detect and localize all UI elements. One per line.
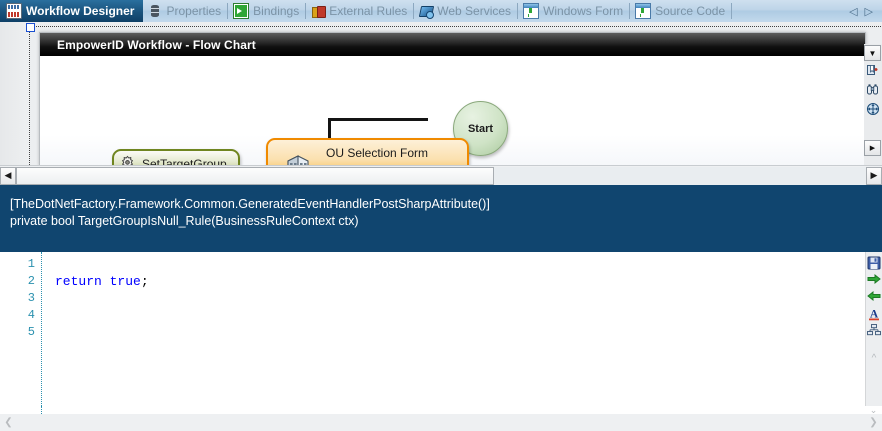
- tab-divider: [227, 3, 229, 19]
- building-icon: [287, 155, 309, 165]
- scroll-down-button[interactable]: ⌄: [869, 404, 878, 415]
- page-bottom-scrollbar: ⌄ ❮ ❯: [0, 404, 882, 431]
- tab-label: External Rules: [329, 4, 408, 18]
- gutter-tick: [41, 406, 42, 414]
- resize-handle[interactable]: [26, 23, 35, 32]
- flow-node-label: Start: [467, 122, 494, 135]
- expand-right-button[interactable]: ▶: [864, 140, 881, 156]
- flow-node-ou-selection-form[interactable]: OU Selection Form: [266, 138, 469, 165]
- collapse-up-icon[interactable]: ^: [871, 352, 877, 364]
- tab-label: Windows Form: [543, 4, 624, 18]
- code-editor[interactable]: 1 2 3 4 5 return true;: [0, 252, 866, 406]
- connector-start-horizontal: [328, 118, 428, 121]
- tab-label: Workflow Designer: [26, 4, 135, 18]
- flow-node-label: OU Selection Form: [326, 146, 429, 160]
- svg-text:A: A: [870, 309, 879, 321]
- tab-source-code[interactable]: Source Code: [630, 0, 733, 22]
- window-download-icon: [523, 3, 540, 19]
- tab-prev-button[interactable]: ◁: [849, 5, 858, 18]
- scroll-left-button[interactable]: ❮: [4, 417, 13, 428]
- bookmark-icon[interactable]: [864, 61, 881, 80]
- tab-properties[interactable]: Properties: [143, 0, 229, 22]
- window-download-icon: [635, 3, 652, 19]
- code-line[interactable]: return true;: [44, 273, 865, 290]
- horizontal-scrollbar[interactable]: ❮ ❯: [0, 414, 882, 431]
- code-token: return: [55, 274, 102, 289]
- books-icon: [311, 4, 327, 18]
- code-line[interactable]: [44, 256, 865, 273]
- line-number-gutter: 1 2 3 4 5: [0, 252, 41, 406]
- line-number: 4: [27, 308, 35, 322]
- workflow-designer-pane: EmpowerID Workflow - Flow Chart Start: [0, 22, 882, 165]
- tab-divider: [413, 3, 415, 19]
- connector-start-vertical: [328, 118, 331, 143]
- line-number: 5: [27, 325, 35, 339]
- tab-external-rules[interactable]: External Rules: [306, 0, 415, 22]
- scroll-right-button[interactable]: ❯: [869, 417, 878, 428]
- flow-node-label: SetTargetGroup: [142, 157, 227, 165]
- line-number: 3: [27, 291, 35, 305]
- flow-chart-surface[interactable]: Start: [40, 56, 865, 165]
- code-token: true: [109, 274, 141, 289]
- tab-label: Properties: [166, 4, 222, 18]
- tab-bindings[interactable]: Bindings: [228, 0, 307, 22]
- tab-label: Bindings: [253, 4, 300, 18]
- tab-workflow-designer[interactable]: Workflow Designer: [0, 0, 144, 22]
- designer-horizontal-scrollbar[interactable]: ◀ ▶: [0, 165, 882, 185]
- code-token: ;: [140, 274, 149, 289]
- scroll-thumb[interactable]: [16, 166, 494, 185]
- tab-windows-form[interactable]: Windows Form: [518, 0, 631, 22]
- code-token: [102, 274, 110, 289]
- code-text-area[interactable]: return true;: [44, 252, 865, 406]
- gear-icon: [121, 155, 134, 165]
- tab-label: Source Code: [655, 4, 726, 18]
- tab-divider: [629, 3, 631, 19]
- tab-divider: [305, 3, 307, 19]
- editor-tool-column: A ^: [866, 252, 882, 406]
- hierarchy-tree-icon[interactable]: [867, 324, 881, 338]
- globe-disc-icon: [419, 4, 435, 19]
- designer-selection-outline: [29, 26, 881, 165]
- save-icon[interactable]: [867, 256, 881, 270]
- line-number: 2: [27, 274, 35, 288]
- flow-node-set-target-group[interactable]: SetTargetGroup: [112, 149, 240, 165]
- rule-method-signature: private bool TargetGroupIsNull_Rule(Busi…: [10, 214, 359, 228]
- database-icon: [148, 4, 162, 18]
- binoculars-find-icon[interactable]: [864, 80, 881, 99]
- scroll-left-button[interactable]: ◀: [0, 166, 16, 185]
- rule-signature-header: [TheDotNetFactory.Framework.Common.Gener…: [0, 185, 882, 252]
- scroll-right-button[interactable]: ▶: [866, 166, 882, 185]
- flow-chart-canvas[interactable]: EmpowerID Workflow - Flow Chart Start: [39, 32, 866, 165]
- tab-next-button[interactable]: ▷: [864, 5, 873, 18]
- arrow-right-icon[interactable]: [867, 273, 881, 287]
- arrow-left-icon[interactable]: [867, 290, 881, 304]
- tab-navigation: ◁ ▷: [849, 0, 882, 22]
- rule-attribute-text: [TheDotNetFactory.Framework.Common.Gener…: [10, 197, 490, 211]
- dropdown-arrow-button[interactable]: ▼: [864, 45, 881, 61]
- globe-navigate-icon[interactable]: [864, 99, 881, 118]
- line-number: 1: [27, 257, 35, 271]
- flow-chart-title: EmpowerID Workflow - Flow Chart: [40, 33, 865, 56]
- tab-divider: [517, 3, 519, 19]
- tab-web-services[interactable]: Web Services: [414, 0, 519, 22]
- editor-tab-strip: Workflow Designer Properties Bindings Ex…: [0, 0, 882, 24]
- code-line[interactable]: [44, 290, 865, 307]
- scroll-track[interactable]: [16, 166, 866, 185]
- green-arrow-box-icon: [233, 3, 250, 19]
- code-line[interactable]: [44, 324, 865, 341]
- gutter-divider: [41, 252, 42, 406]
- designer-right-rail: ▼: [864, 44, 882, 165]
- workflow-grid-icon: [6, 3, 22, 19]
- tab-divider: [731, 3, 733, 19]
- code-line[interactable]: [44, 307, 865, 324]
- font-letter-a-icon[interactable]: A: [867, 307, 881, 321]
- tab-label: Web Services: [437, 4, 512, 18]
- designer-left-gutter: [0, 22, 29, 165]
